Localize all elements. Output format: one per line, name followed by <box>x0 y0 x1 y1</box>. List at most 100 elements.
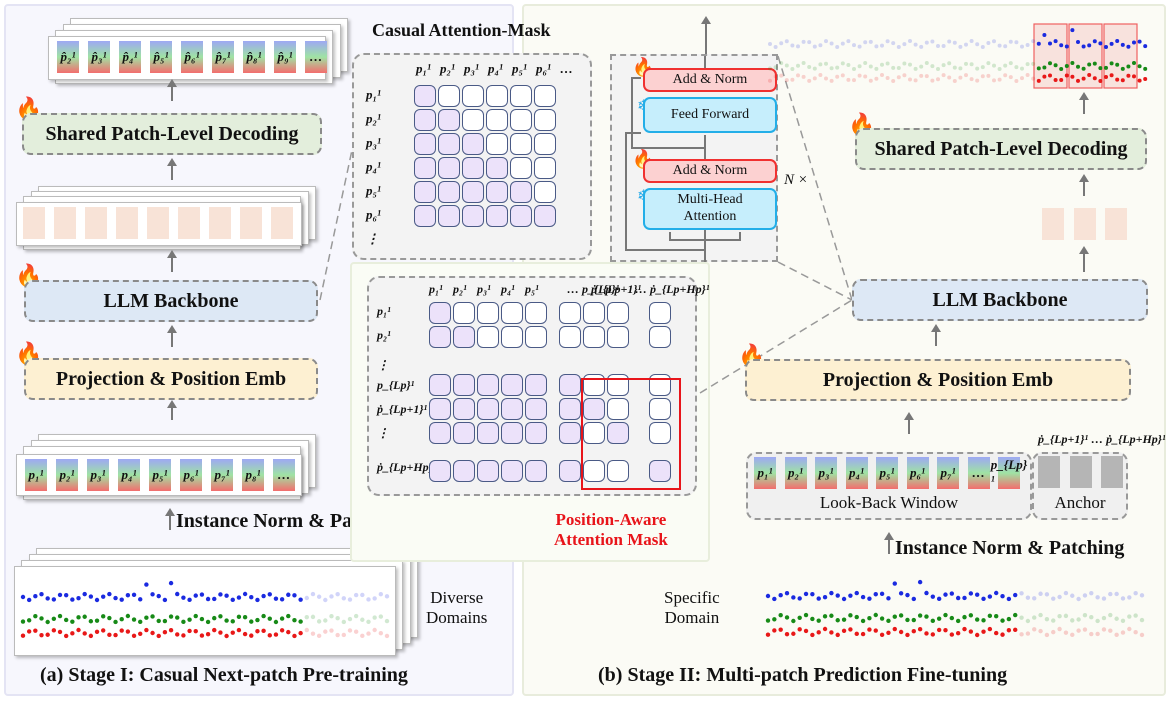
arrow <box>1079 92 1089 114</box>
series-point <box>230 619 235 624</box>
series-point <box>908 77 912 82</box>
patch-token: p̂₄¹ <box>119 41 141 73</box>
series-point <box>162 597 168 603</box>
series-point <box>1070 74 1075 79</box>
series-point <box>848 627 853 632</box>
patch-token: p̂₅¹ <box>150 41 172 73</box>
add-norm-top-label: Add & Norm <box>672 71 748 87</box>
series-point <box>919 44 924 49</box>
mask-col-header: p₂¹ <box>440 61 455 76</box>
mask-cell <box>525 398 547 420</box>
series-point <box>840 73 845 78</box>
series-point <box>810 616 815 622</box>
series-point <box>835 632 840 638</box>
mask-row-header: p_{Lp}¹ <box>377 378 415 392</box>
series-point <box>917 579 923 585</box>
series-point <box>267 616 272 621</box>
series-point <box>1120 78 1125 83</box>
series-point <box>1064 64 1069 69</box>
series-point <box>986 41 991 46</box>
series-point <box>175 632 180 637</box>
series-point <box>854 614 859 620</box>
series-point <box>1036 66 1041 71</box>
series-point <box>784 591 790 596</box>
series-point <box>255 597 260 603</box>
patch-token: p₁¹ <box>25 459 47 491</box>
stage2-projection-label: Projection & Position Emb <box>822 368 1054 391</box>
series-point <box>1064 73 1069 78</box>
series-point <box>249 619 254 624</box>
domain-label-line2: Domain <box>664 608 720 628</box>
mask-cell <box>501 302 523 324</box>
series-point <box>1019 632 1024 637</box>
series-point <box>279 597 285 602</box>
series-point <box>70 597 75 602</box>
mask-cell <box>486 205 508 227</box>
mask-cell <box>525 460 547 482</box>
series-point <box>1063 613 1069 619</box>
series-point <box>1081 66 1086 71</box>
series-point <box>952 78 957 83</box>
series-point <box>1137 78 1142 83</box>
mask-row-header: ṗ_{Lp+1}¹ <box>377 402 428 416</box>
series-point <box>980 44 985 49</box>
series-point <box>1139 632 1145 638</box>
series-point <box>987 594 993 599</box>
series-point <box>273 619 279 625</box>
position-mask-title-line1: Position-Aware <box>555 510 667 529</box>
series-point <box>868 39 873 44</box>
series-point <box>846 77 851 82</box>
series-point <box>930 78 935 83</box>
series-point <box>841 628 847 634</box>
series-point <box>941 63 946 68</box>
lookback-patch: p₁¹ <box>754 457 776 489</box>
series-point <box>1020 44 1024 49</box>
series-point <box>1038 628 1043 634</box>
mask-cell <box>453 460 475 482</box>
mask-cell <box>607 302 629 324</box>
mask-cell <box>649 302 671 324</box>
arrow <box>165 508 175 530</box>
mask-row-header: p₆¹ <box>366 207 381 222</box>
series-point <box>249 595 254 600</box>
series-point <box>997 43 1002 48</box>
series-point <box>57 613 63 619</box>
series-point <box>824 76 828 81</box>
series-point <box>829 590 834 596</box>
patch-token: p̂₂¹ <box>57 41 79 73</box>
position-mask-title-line2: Attention Mask <box>554 530 668 550</box>
series-point <box>1127 614 1132 619</box>
series-point <box>323 618 328 623</box>
attention-label-line1: Multi-Head <box>677 192 743 208</box>
mask-cell <box>462 133 484 155</box>
series-point <box>119 597 124 602</box>
stage1-llm-backbone-block: LLM Backbone <box>24 280 318 322</box>
series-point <box>908 39 912 44</box>
series-point <box>1114 591 1119 597</box>
series-point <box>51 616 57 621</box>
arrow <box>167 400 177 420</box>
mask-cell <box>559 398 581 420</box>
mask-col-header: p₆¹ <box>536 61 551 76</box>
series-point <box>863 74 868 79</box>
mask-cell <box>559 422 581 444</box>
series-point <box>822 594 828 600</box>
series-point <box>94 629 100 635</box>
series-point <box>1070 593 1075 598</box>
series-point <box>292 617 297 623</box>
series-point <box>94 597 100 603</box>
series-point <box>1098 78 1103 83</box>
series-point <box>20 594 26 600</box>
series-point <box>329 628 334 633</box>
series-point <box>846 63 851 68</box>
series-point <box>840 61 845 66</box>
embedding-token <box>209 207 231 239</box>
series-point <box>162 618 168 624</box>
series-point <box>868 64 873 69</box>
series-point <box>886 618 891 624</box>
series-point <box>829 66 834 71</box>
series-point <box>1025 631 1031 636</box>
series-point <box>57 592 63 598</box>
series-point <box>187 628 192 634</box>
series-point <box>131 633 137 638</box>
